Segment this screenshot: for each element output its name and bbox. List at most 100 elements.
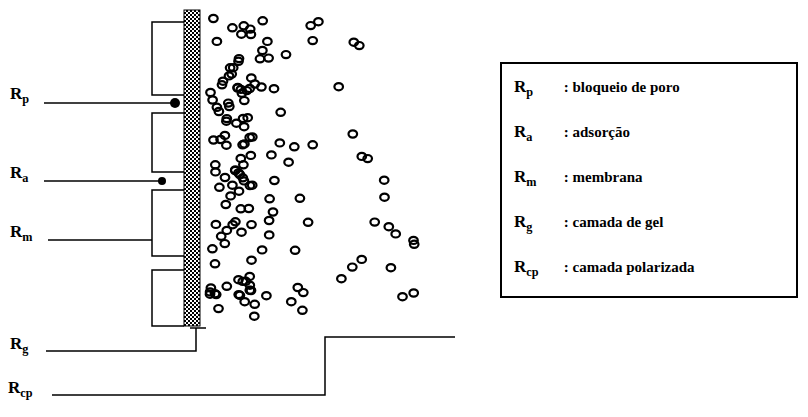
particle — [240, 97, 249, 104]
particle — [245, 205, 254, 212]
resistance-label: Rp — [8, 84, 31, 107]
particle — [284, 159, 293, 166]
resistance-label: Rg — [8, 334, 30, 357]
particle — [258, 17, 267, 24]
particle — [263, 38, 272, 45]
particle — [221, 240, 230, 247]
particle — [270, 85, 279, 92]
particle — [211, 290, 220, 297]
particle — [290, 143, 299, 150]
particle — [206, 89, 215, 96]
particle — [218, 81, 227, 88]
particle — [209, 15, 218, 22]
particle — [223, 283, 232, 290]
particle — [231, 166, 240, 173]
particle — [245, 85, 254, 92]
particle — [208, 245, 217, 252]
particle — [296, 195, 305, 202]
particle — [237, 31, 246, 38]
particle — [391, 230, 400, 237]
particle — [257, 83, 266, 90]
adsorption-dot — [158, 177, 166, 185]
particle — [222, 201, 231, 208]
particle — [250, 313, 259, 320]
particle — [228, 24, 237, 31]
pore-dot — [170, 98, 180, 108]
particle — [409, 289, 418, 296]
particle — [211, 161, 220, 168]
particle — [350, 39, 359, 46]
particle — [212, 221, 221, 228]
particle — [287, 298, 296, 305]
particle — [235, 55, 244, 62]
particle — [380, 194, 389, 201]
legend-entry: Rm : membrana — [514, 168, 643, 189]
legend-entry: Rcp : camada polarizada — [514, 258, 695, 279]
particle — [240, 123, 249, 130]
particle — [237, 86, 246, 93]
particle — [228, 182, 237, 189]
particle — [385, 223, 394, 230]
particle — [238, 141, 247, 148]
particle — [265, 231, 274, 238]
particle — [247, 221, 256, 228]
particle — [258, 47, 267, 54]
particle — [264, 55, 273, 62]
particle — [246, 287, 255, 294]
particle — [217, 233, 226, 240]
particle — [256, 55, 265, 62]
particle — [213, 38, 222, 45]
particle — [239, 161, 248, 168]
particle — [349, 130, 358, 137]
particle — [224, 100, 233, 107]
particle — [226, 64, 235, 71]
particle — [265, 195, 274, 202]
particle — [211, 260, 220, 267]
particle — [239, 115, 248, 122]
particle — [247, 74, 256, 81]
particle — [215, 108, 224, 115]
particle — [222, 118, 231, 125]
particle — [358, 153, 367, 160]
particle — [246, 182, 255, 189]
particle — [267, 151, 276, 158]
particle — [262, 292, 271, 299]
particle — [240, 22, 249, 29]
particle — [276, 109, 285, 116]
particle — [247, 257, 256, 264]
particle — [234, 276, 243, 283]
particle — [308, 141, 317, 148]
resistance-boxes — [152, 22, 184, 326]
particles — [206, 15, 419, 320]
particle — [208, 96, 217, 103]
particle — [291, 247, 300, 254]
particle — [276, 139, 285, 146]
particle — [258, 246, 267, 253]
legend-entry: Ra : adsorção — [514, 123, 630, 144]
particle — [250, 301, 259, 308]
particle — [215, 184, 224, 191]
particle — [398, 293, 407, 300]
resistance-label: Rcp — [6, 378, 35, 401]
leader-lines — [44, 103, 455, 395]
particle — [234, 291, 243, 298]
resistance-label: Rm — [8, 222, 34, 245]
particle — [357, 256, 366, 263]
legend-entry: Rp : bloqueio de poro — [514, 78, 680, 99]
particle — [221, 174, 230, 181]
particle — [247, 152, 256, 159]
particle — [269, 208, 278, 215]
particle — [308, 37, 317, 44]
particle — [240, 298, 249, 305]
particle — [348, 264, 357, 271]
membrane — [184, 10, 200, 326]
resistance-label: Ra — [8, 163, 30, 186]
particle — [237, 229, 246, 236]
particle — [282, 51, 291, 58]
particle — [245, 273, 254, 280]
particle — [226, 192, 235, 199]
particle — [337, 275, 346, 282]
particle — [314, 18, 323, 25]
particle — [214, 305, 223, 312]
particle — [270, 177, 279, 184]
